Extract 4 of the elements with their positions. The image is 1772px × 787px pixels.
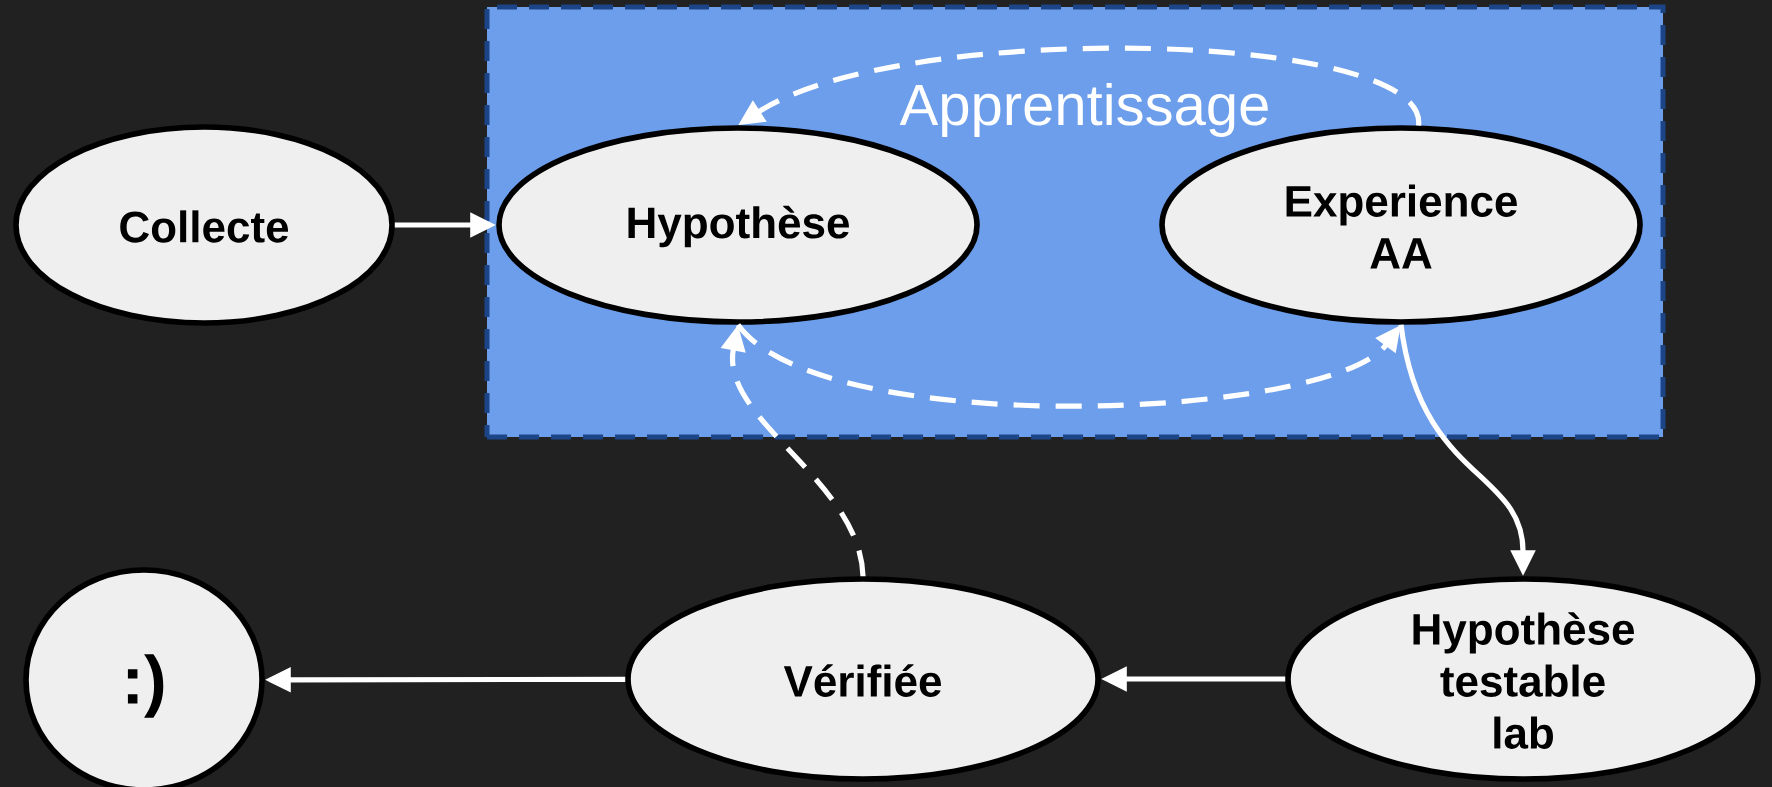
ellipse-node: Collecte: [13, 124, 395, 326]
ellipse-node: Hypothèse testable lab: [1285, 576, 1761, 782]
ellipse-node: Vérifiée: [625, 576, 1101, 782]
ellipse-node: :): [23, 567, 265, 787]
